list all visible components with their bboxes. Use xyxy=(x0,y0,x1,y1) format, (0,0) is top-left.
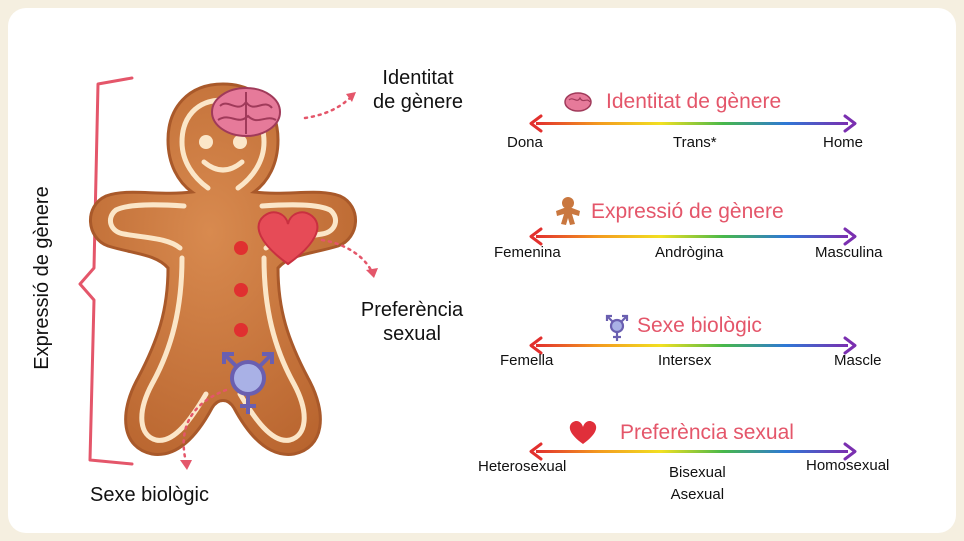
heart-icon xyxy=(570,421,596,444)
scale-title-sex: Sexe biològic xyxy=(637,314,762,338)
scale-title-preference: Preferència sexual xyxy=(620,421,794,445)
transgender-symbol-icon xyxy=(607,316,627,341)
scale-preference-middle: Bisexual Asexual xyxy=(669,462,726,506)
scale-title-expression: Expressió de gènere xyxy=(591,200,784,224)
scale-identity-left: Dona xyxy=(507,134,543,152)
scale-title-identity: Identitat de gènere xyxy=(606,90,781,114)
scale-identity-middle: Trans* xyxy=(673,134,717,152)
scale-sex-right: Mascle xyxy=(834,352,882,370)
scale-expression-right: Masculina xyxy=(815,244,883,262)
scale-sex-left: Femella xyxy=(500,352,553,370)
scale-identity-right: Home xyxy=(823,134,863,152)
scale-sex-middle: Intersex xyxy=(658,352,711,370)
scale-expression-left: Femenina xyxy=(494,244,561,262)
scale-expression-middle: Andrògina xyxy=(655,244,723,262)
scale-arrow-sex xyxy=(531,338,855,353)
brain-icon xyxy=(565,93,591,111)
scale-preference-left: Heterosexual xyxy=(478,458,566,476)
scale-arrow-expression xyxy=(531,229,855,244)
scale-preference-right: Homosexual xyxy=(806,457,889,475)
gingerbread-icon xyxy=(556,197,580,225)
scale-arrow-identity xyxy=(531,116,855,131)
